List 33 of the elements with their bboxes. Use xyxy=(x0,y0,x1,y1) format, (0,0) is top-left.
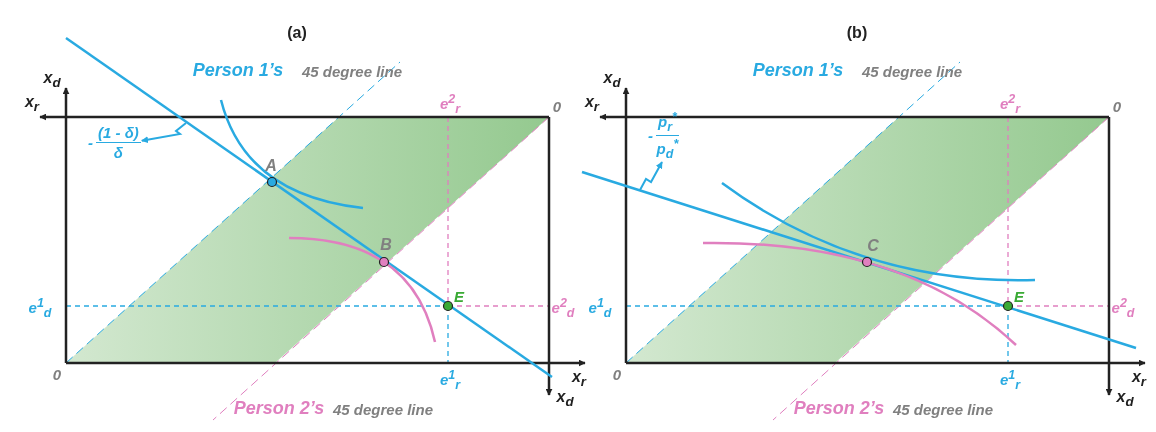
origin-label: 0 xyxy=(1112,98,1122,114)
panel-title: (b) xyxy=(846,25,868,41)
fraction-numerator: (1 - δ) xyxy=(96,124,141,143)
axis-label: x$_{r}$ xyxy=(24,94,40,114)
line-caption: Person 1’s xyxy=(192,61,284,79)
point-label: A xyxy=(265,158,277,174)
point-label: E xyxy=(1014,288,1024,304)
line-caption: Person 1’s xyxy=(752,61,844,79)
minus-sign: - xyxy=(88,134,93,151)
fraction-denominator: δ xyxy=(113,143,123,161)
point-label: E xyxy=(454,288,464,304)
line-caption: Person 2’s xyxy=(233,399,325,417)
axis-label: x$_{d}$ xyxy=(1116,389,1134,409)
axis-label: x$_{d}$ xyxy=(43,70,61,90)
leader-line xyxy=(639,161,663,191)
axis-label: x$_{r}$ xyxy=(571,369,587,389)
point-label: B xyxy=(380,237,392,253)
axis-label: x$_{r}$ xyxy=(1131,369,1147,389)
minus-sign: - xyxy=(648,127,653,144)
panel-title: (a) xyxy=(287,25,307,41)
point-label: C xyxy=(867,238,879,254)
origin-label: 0 xyxy=(52,366,62,382)
leader-line xyxy=(140,122,187,144)
origin-label: 0 xyxy=(552,98,562,114)
line-caption: 45 degree line xyxy=(892,401,994,417)
origin-label: 0 xyxy=(612,366,622,382)
line-caption: 45 degree line xyxy=(861,63,963,79)
line-caption: 45 degree line xyxy=(332,401,434,417)
axis-label: x$_{d}$ xyxy=(603,70,621,90)
line-caption: 45 degree line xyxy=(301,63,403,79)
axis-label: x$_{r}$ xyxy=(584,94,600,114)
axis-label: x$_{d}$ xyxy=(556,389,574,409)
line-caption: Person 2’s xyxy=(793,399,885,417)
